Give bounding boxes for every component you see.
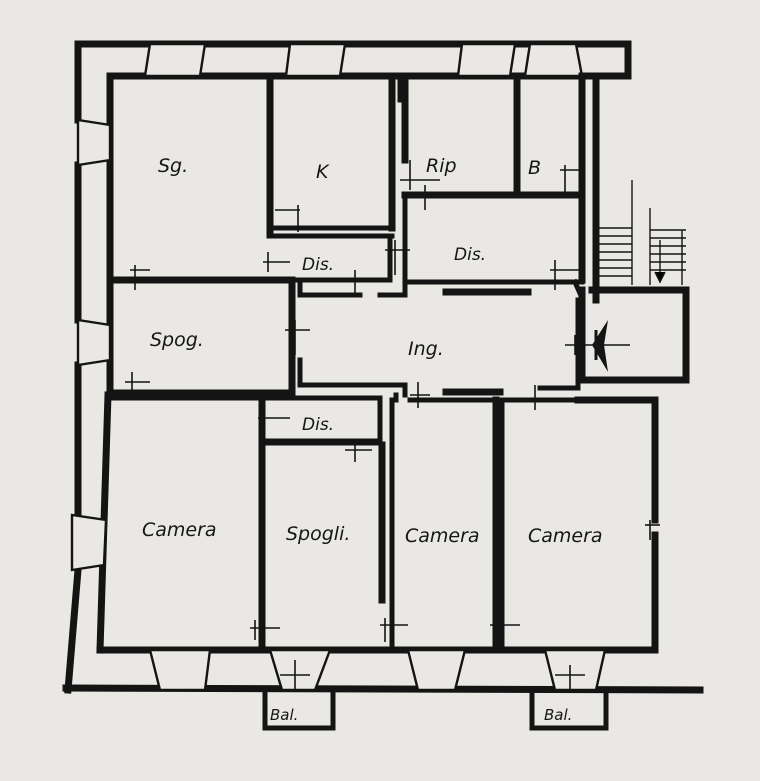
label-ripostiglio: Rip: [426, 155, 457, 177]
windows-top: [143, 42, 607, 692]
label-balcony-left: Bal.: [270, 706, 298, 724]
label-dis-center: Dis.: [302, 415, 334, 435]
staircase: [596, 180, 686, 285]
label-bagno: B: [528, 157, 541, 179]
windows-left: [70, 118, 112, 572]
label-balcony-right: Bal.: [544, 706, 572, 724]
label-spogliatoio-left: Spog.: [150, 329, 204, 351]
label-cucina: K: [316, 161, 330, 183]
label-camera-left: Camera: [142, 519, 217, 541]
label-camera-right: Camera: [528, 525, 603, 547]
label-spogliatoio-center: Spogli.: [286, 523, 350, 545]
room-labels: Sg. K Rip B Dis. Dis. Spog. Ing. Dis. Ca…: [142, 155, 603, 724]
label-dis-top-left: Dis.: [302, 255, 334, 275]
label-camera-center: Camera: [405, 525, 480, 547]
label-soggiorno: Sg.: [158, 155, 188, 177]
interior-walls: [106, 72, 658, 649]
entrance-door: [592, 320, 608, 372]
door-marks: [125, 160, 660, 690]
label-dis-top-right: Dis.: [454, 245, 486, 265]
balconies: [262, 687, 609, 731]
label-ingresso: Ing.: [408, 338, 444, 360]
